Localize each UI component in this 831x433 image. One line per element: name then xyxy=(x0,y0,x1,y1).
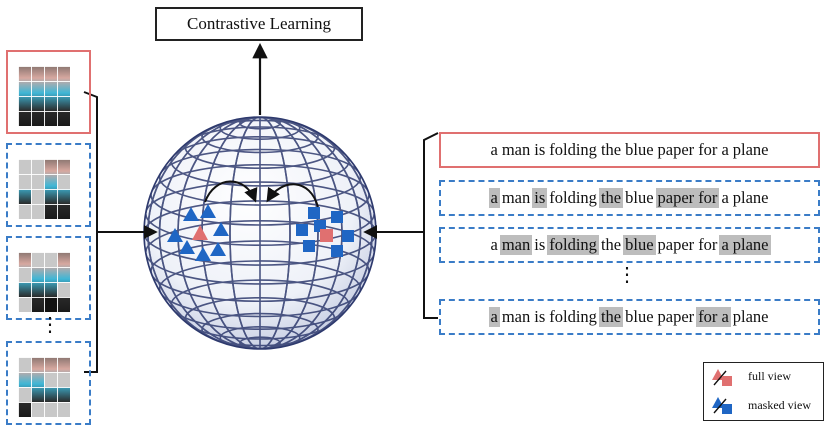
word: a xyxy=(488,307,500,327)
word: the xyxy=(600,235,622,254)
word: blue xyxy=(625,307,654,326)
triangle-masked-3 xyxy=(213,222,229,236)
word: for xyxy=(696,307,720,327)
globe-latitude-line xyxy=(201,119,319,154)
legend-masked-square-icon xyxy=(722,404,732,414)
globe-latitude-line xyxy=(158,260,362,318)
word: blue xyxy=(625,140,654,159)
video-masked-view-frame-1 xyxy=(6,143,91,227)
word: for xyxy=(698,235,718,254)
globe xyxy=(143,116,377,350)
square-masked-6 xyxy=(303,240,315,252)
video-masked-view-frame-3 xyxy=(6,341,91,425)
word: a xyxy=(490,235,498,254)
video-clip-full xyxy=(18,61,74,126)
triangle-masked-2 xyxy=(200,204,216,218)
word: the xyxy=(598,307,624,327)
legend-full-view-label: full view xyxy=(748,369,791,383)
triangle-full xyxy=(192,225,208,240)
word: paper xyxy=(657,140,695,159)
text-ellipsis: ⋮ xyxy=(617,264,637,286)
video-clip-masked-3 xyxy=(18,352,74,417)
text-bracket-connector xyxy=(366,132,439,319)
word: man xyxy=(501,307,531,326)
triangle-masked-7 xyxy=(210,242,226,256)
word: folding xyxy=(549,188,597,207)
word: a xyxy=(719,235,731,255)
square-masked-1 xyxy=(308,207,320,219)
word: plane xyxy=(732,307,769,326)
square-full xyxy=(320,229,333,242)
word: the xyxy=(598,188,624,208)
word: is xyxy=(534,140,546,159)
word: the xyxy=(600,140,622,159)
word: is xyxy=(534,235,546,254)
word: a xyxy=(721,140,729,159)
word: paper xyxy=(657,235,695,254)
word: a xyxy=(719,307,731,327)
word: folding xyxy=(549,140,597,159)
word: a xyxy=(488,188,500,208)
video-masked-view-frame-2 xyxy=(6,236,91,320)
text-embedding-cluster xyxy=(296,207,354,257)
word: man xyxy=(499,235,533,255)
word: paper xyxy=(657,307,695,326)
square-masked-2 xyxy=(331,211,343,223)
square-masked-7 xyxy=(331,245,343,257)
word: man xyxy=(501,140,531,159)
word: is xyxy=(534,307,546,326)
video-full-view-frame xyxy=(6,50,91,134)
word: folding xyxy=(547,235,599,255)
word: folding xyxy=(549,307,597,326)
globe-latitude-line xyxy=(201,312,319,347)
triangle-masked-6 xyxy=(195,247,211,261)
globe-latitude-line xyxy=(144,200,376,266)
triangle-masked-4 xyxy=(167,228,183,242)
video-embedding-cluster xyxy=(167,204,229,261)
legend-full-square-icon xyxy=(722,376,732,386)
video-ellipsis: ⋮ xyxy=(40,314,60,336)
word: a xyxy=(721,188,729,207)
contrastive-learning-box: Contrastive Learning xyxy=(155,7,363,41)
video-clip-masked-2 xyxy=(18,247,74,312)
triangle-masked-1 xyxy=(183,207,199,221)
word: for xyxy=(698,140,718,159)
square-masked-4 xyxy=(296,224,308,236)
word: blue xyxy=(623,235,656,255)
video-bracket-connector xyxy=(83,91,155,373)
word: for xyxy=(696,188,720,208)
globe-longitude-line xyxy=(229,117,291,349)
word: plane xyxy=(732,140,769,159)
word: a xyxy=(490,140,498,159)
contrastive-learning-label: Contrastive Learning xyxy=(187,14,331,33)
word: man xyxy=(501,188,531,207)
globe-latitude-line xyxy=(158,148,362,206)
word: paper xyxy=(655,188,697,208)
globe-latitude-line xyxy=(184,126,336,170)
curved-arrow-right xyxy=(266,183,319,208)
legend: full view masked view xyxy=(703,362,824,421)
triangle-masked-5 xyxy=(179,240,195,254)
word: blue xyxy=(625,188,654,207)
video-clip-masked-1 xyxy=(18,154,74,219)
curved-arrow-left xyxy=(204,180,258,203)
word: plane xyxy=(730,235,771,255)
word: plane xyxy=(732,188,769,207)
square-masked-5 xyxy=(342,230,354,242)
legend-masked-view-label: masked view xyxy=(748,398,811,412)
word: is xyxy=(532,188,548,208)
